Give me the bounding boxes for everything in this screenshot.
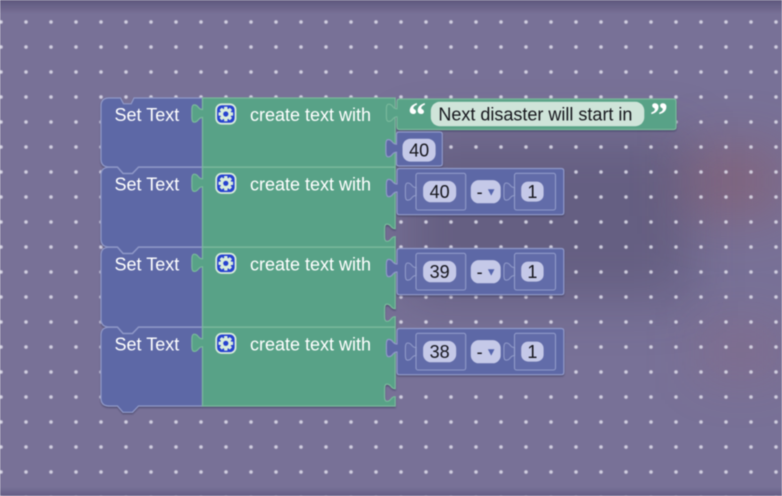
svg-text:“: “ — [408, 95, 426, 135]
svg-text:40: 40 — [430, 182, 450, 202]
svg-text:39: 39 — [430, 262, 450, 282]
svg-text:1: 1 — [527, 262, 537, 282]
svg-text:create text with: create text with — [250, 335, 371, 355]
svg-text:-: - — [477, 342, 483, 362]
svg-text:create text with: create text with — [250, 255, 371, 275]
svg-text:-: - — [477, 262, 483, 282]
svg-text:Set Text: Set Text — [115, 335, 180, 355]
svg-text:Set Text: Set Text — [115, 105, 180, 125]
svg-text:”: ” — [650, 95, 668, 135]
svg-text:1: 1 — [527, 342, 537, 362]
svg-text:38: 38 — [430, 342, 450, 362]
svg-text:40: 40 — [409, 140, 429, 160]
svg-text:create text with: create text with — [250, 175, 371, 195]
svg-text:create text with: create text with — [250, 105, 371, 125]
svg-text:Set Text: Set Text — [115, 175, 180, 195]
svg-text:-: - — [477, 182, 483, 202]
svg-text:Set Text: Set Text — [115, 255, 180, 275]
svg-text:Next disaster will start in: Next disaster will start in — [438, 104, 632, 124]
svg-text:1: 1 — [527, 182, 537, 202]
